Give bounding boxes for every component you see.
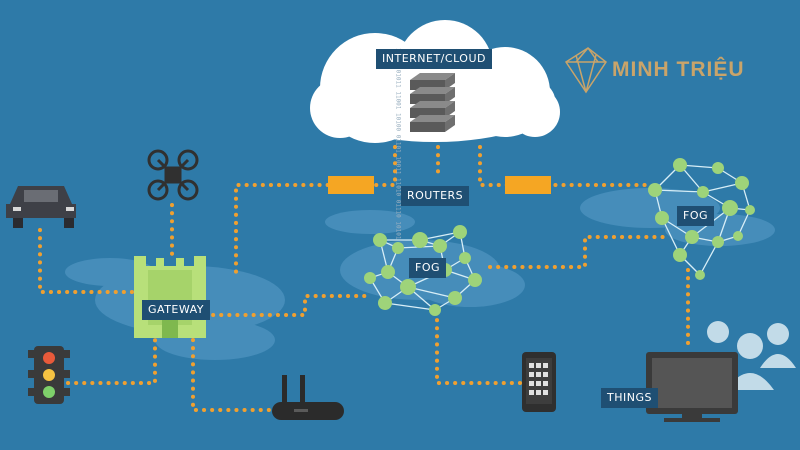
- gateway-castle-icon: [134, 256, 206, 338]
- router-box-left: [328, 176, 374, 194]
- binary-stream: 10110 01011 11001 10100 01101 10011 1101…: [395, 48, 402, 240]
- car-icon: [6, 186, 76, 228]
- smartphone-icon: [522, 352, 556, 412]
- cloud-label: INTERNET/CLOUD: [376, 49, 492, 69]
- drone-icon: [147, 149, 199, 201]
- fog-mesh-center: [364, 225, 482, 316]
- router-box-right: [505, 176, 551, 194]
- routers-label: ROUTERS: [401, 186, 470, 206]
- monitor-icon: [646, 352, 738, 422]
- fog-center-label: FOG: [409, 258, 447, 278]
- dotted-links: [38, 145, 690, 412]
- server-stack-icon: [410, 73, 455, 132]
- traffic-light-icon: [28, 346, 70, 404]
- router-icon: [272, 375, 344, 420]
- fog-right-label: FOG: [677, 206, 715, 226]
- diamond-logo-icon: [564, 47, 608, 94]
- fog-mesh-right: [648, 158, 755, 280]
- brand-name: MINH TRIỆU: [612, 58, 745, 81]
- gateway-label: GATEWAY: [142, 300, 211, 320]
- things-label: THINGS: [601, 388, 658, 408]
